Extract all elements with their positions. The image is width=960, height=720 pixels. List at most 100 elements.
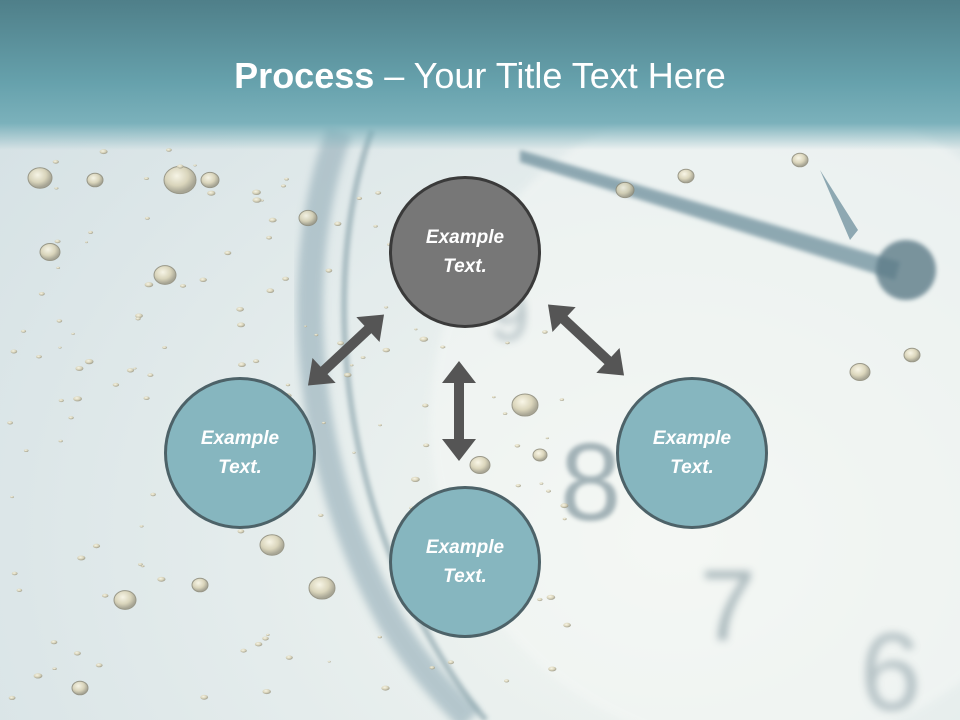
coin-decoration <box>259 534 285 556</box>
coin-decoration <box>56 266 61 269</box>
coin-decoration <box>903 347 921 363</box>
coin-decoration <box>532 448 548 462</box>
coin-decoration <box>71 332 75 335</box>
coin-decoration <box>791 152 809 168</box>
coin-decoration <box>135 313 143 319</box>
coin-decoration <box>377 635 382 639</box>
svg-text:8: 8 <box>560 421 621 544</box>
coin-decoration <box>502 412 508 415</box>
coin-decoration <box>144 282 154 288</box>
coin-decoration <box>11 571 18 576</box>
coin-decoration <box>677 168 695 184</box>
coin-decoration <box>308 576 336 600</box>
coin-decoration <box>52 667 57 670</box>
coin-decoration <box>95 663 103 668</box>
coin-decoration <box>240 648 247 653</box>
svg-text:7: 7 <box>700 550 756 662</box>
coin-decoration <box>56 319 63 323</box>
coin-decoration <box>378 424 382 427</box>
coin-decoration <box>539 482 544 485</box>
coin-decoration <box>303 325 308 328</box>
coin-decoration <box>92 543 101 549</box>
node-bottom[interactable]: Example Text. <box>389 486 541 638</box>
coin-decoration <box>262 689 271 695</box>
coin-decoration <box>562 517 567 521</box>
node-left-label: Example Text. <box>200 428 280 478</box>
coin-decoration <box>143 177 150 180</box>
coin-decoration <box>126 368 135 373</box>
coin-decoration <box>147 373 154 377</box>
coin-decoration <box>200 171 220 189</box>
coin-decoration <box>33 673 43 679</box>
coin-decoration <box>356 196 363 200</box>
coin-decoration <box>252 197 262 203</box>
coin-decoration <box>38 292 45 296</box>
coin-decoration <box>23 449 29 452</box>
coin-decoration <box>298 209 318 227</box>
coin-decoration <box>144 216 150 220</box>
coin-decoration <box>360 356 366 359</box>
node-left[interactable]: Example Text. <box>164 377 316 529</box>
coin-decoration <box>133 367 137 370</box>
coin-decoration <box>411 476 420 482</box>
coin-decoration <box>50 640 58 645</box>
coin-decoration <box>414 328 418 331</box>
coin-decoration <box>191 577 209 593</box>
coin-decoration <box>71 680 89 696</box>
coin-decoration <box>157 576 166 582</box>
coin-decoration <box>469 456 491 474</box>
coin-decoration <box>548 666 557 672</box>
coin-decoration <box>58 439 63 443</box>
node-bottom-label: Example Text. <box>425 537 505 587</box>
coin-decoration <box>382 347 390 353</box>
coin-decoration <box>135 317 141 321</box>
title-bold: Process <box>234 55 375 96</box>
coin-decoration <box>58 346 62 349</box>
coin-decoration <box>559 398 565 401</box>
coin-decoration <box>193 164 197 167</box>
coin-decoration <box>113 590 137 610</box>
coin-decoration <box>27 167 53 189</box>
coin-decoration <box>327 660 331 663</box>
coin-decoration <box>84 359 94 365</box>
coin-decoration <box>236 307 244 312</box>
coin-decoration <box>99 149 108 155</box>
arrow-vertical <box>442 361 476 461</box>
coin-decoration <box>505 341 510 345</box>
coin-decoration <box>162 346 168 349</box>
coin-decoration <box>253 359 260 364</box>
coin-decoration <box>343 372 352 378</box>
coin-decoration <box>849 363 871 381</box>
coin-decoration <box>102 593 109 598</box>
coin-decoration <box>8 695 16 700</box>
coin-decoration <box>504 679 510 683</box>
coin-decoration <box>560 503 569 509</box>
arrow-top-left <box>307 314 385 386</box>
coin-decoration <box>615 181 635 199</box>
coin-decoration <box>139 525 144 528</box>
coin-decoration <box>419 336 429 342</box>
coin-decoration <box>314 333 319 337</box>
coin-decoration <box>268 217 277 223</box>
coin-decoration <box>75 366 84 371</box>
coin-decoration <box>112 382 120 387</box>
node-right[interactable]: Example Text. <box>616 377 768 529</box>
coin-decoration <box>546 489 551 493</box>
coin-decoration <box>52 159 59 164</box>
coin-decoration <box>514 444 521 448</box>
coin-decoration <box>384 306 389 309</box>
coin-decoration <box>546 594 556 600</box>
coin-decoration <box>54 187 59 190</box>
coin-decoration <box>266 235 272 240</box>
coin-decoration <box>85 241 88 244</box>
coin-decoration <box>429 666 436 670</box>
coin-decoration <box>511 393 539 417</box>
coin-decoration <box>54 239 61 244</box>
coin-decoration <box>373 224 378 228</box>
coin-decoration <box>207 190 216 196</box>
coin-decoration <box>563 622 571 628</box>
node-top[interactable]: Example Text. <box>389 176 541 328</box>
coin-decoration <box>88 230 94 234</box>
